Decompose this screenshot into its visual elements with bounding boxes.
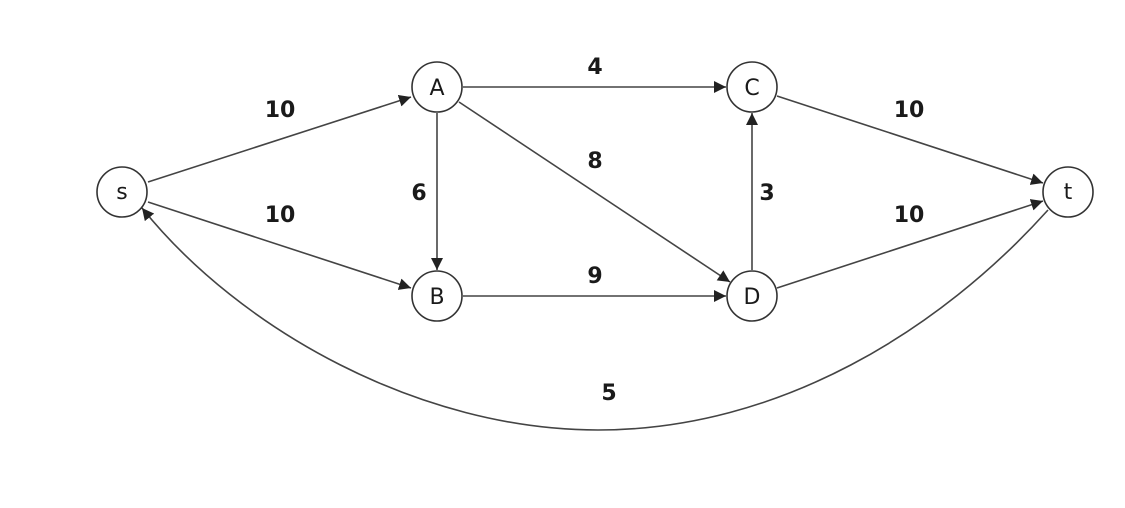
- edge-label-a-c: 4: [587, 55, 602, 80]
- edge-labels: 10 10 4 6 8 9 3 10 10 5: [265, 55, 925, 406]
- edges: [141, 81, 1049, 431]
- edge-t-s: [141, 207, 1049, 431]
- edge-d-t: [776, 199, 1044, 289]
- edge-label-s-b: 10: [265, 203, 296, 228]
- node-c: C: [726, 61, 778, 113]
- node-circle: [411, 270, 463, 322]
- edge-s-a: [147, 94, 412, 183]
- node-label: s: [116, 180, 127, 205]
- edge-s-b: [147, 201, 412, 290]
- edge-label-d-c: 3: [759, 181, 774, 206]
- edge-label-b-d: 9: [587, 264, 602, 289]
- node-circle: [726, 270, 778, 322]
- node-label: C: [744, 76, 759, 101]
- edge-label-s-a: 10: [265, 98, 296, 123]
- node-circle: [96, 166, 148, 218]
- node-label: B: [429, 285, 444, 310]
- node-label: t: [1064, 180, 1073, 205]
- node-t: t: [1042, 166, 1094, 218]
- node-d: D: [726, 270, 778, 322]
- node-circle: [726, 61, 778, 113]
- edge-a-d: [458, 101, 731, 283]
- edge-label-a-d: 8: [587, 149, 602, 174]
- edge-label-t-s: 5: [601, 381, 616, 406]
- edge-label-a-b: 6: [411, 181, 426, 206]
- edge-label-d-t: 10: [894, 203, 925, 228]
- node-s: s: [96, 166, 148, 218]
- node-label: D: [744, 285, 761, 310]
- node-label: A: [429, 76, 444, 101]
- node-a: A: [411, 61, 463, 113]
- edge-c-t: [776, 95, 1044, 185]
- edge-label-c-t: 10: [894, 98, 925, 123]
- node-b: B: [411, 270, 463, 322]
- node-circle: [411, 61, 463, 113]
- node-circle: [1042, 166, 1094, 218]
